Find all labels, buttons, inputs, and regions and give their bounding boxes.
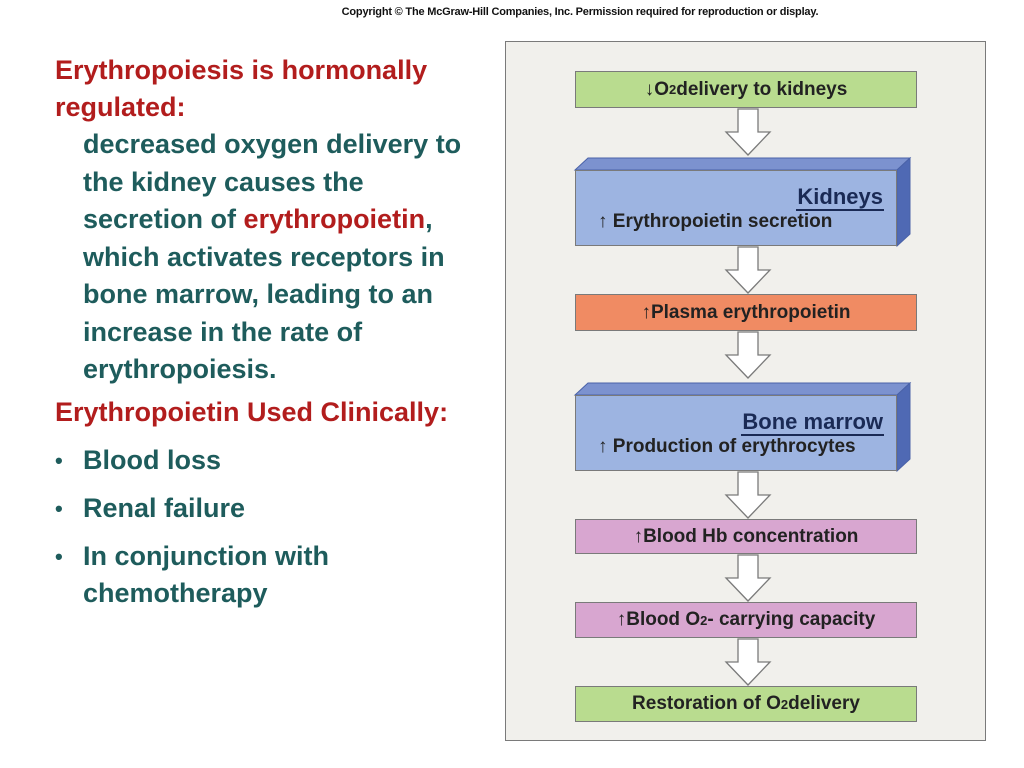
plasma-erythropoietin-box: ↑ Plasma erythropoietin [575, 294, 917, 331]
down-arrow-icon [724, 108, 772, 156]
down-arrow-icon [724, 554, 772, 602]
erythropoietin-highlight: erythropoietin [243, 204, 426, 234]
hb-concentration-box: ↑ Blood Hb concentration [575, 519, 917, 554]
kidneys-label: Kidneys [796, 184, 884, 211]
up-arrow-icon: ↑ [633, 525, 644, 547]
down-arrow-icon [724, 638, 772, 686]
list-item: • Renal failure [55, 490, 475, 527]
bullet-icon: • [55, 447, 63, 473]
up-arrow-icon: ↑ [616, 609, 627, 630]
erythropoietin-secretion-label: ↑ Erythropoietin secretion [598, 211, 833, 232]
kidneys-box: Kidneys ↑ Erythropoietin secretion [575, 170, 897, 246]
bullet-icon: • [55, 495, 63, 521]
list-item: • In conjunction with chemotherapy [55, 538, 475, 612]
up-arrow-icon: ↑ [641, 301, 651, 323]
main-heading: Erythropoiesis is hormonally regulated: [55, 55, 428, 122]
bone-marrow-label: Bone marrow [741, 409, 884, 436]
bone-marrow-box: Bone marrow ↑ Production of erythrocytes [575, 395, 897, 471]
explanation-part1: decreased oxygen delivery to the kidney … [83, 129, 462, 234]
bullet-icon: • [55, 543, 63, 569]
erythrocyte-production-label: ↑ Production of erythrocytes [598, 436, 856, 457]
down-arrow-icon [724, 331, 772, 379]
down-arrow-icon [724, 246, 772, 294]
list-item-text: In conjunction with chemotherapy [83, 540, 329, 608]
down-arrow-icon: ↓ [644, 78, 655, 100]
clinical-heading: Erythropoietin Used Clinically: [55, 396, 449, 427]
up-arrow-icon: ↑ [598, 436, 608, 457]
flow-arrows [573, 108, 912, 686]
clinical-uses-list: • Blood loss • Renal failure • In conjuncti… [55, 442, 475, 612]
bone-marrow-3d-edges [573, 381, 912, 473]
list-item-text: Renal failure [83, 492, 246, 523]
explanation-text: decreased oxygen delivery to the kidney … [83, 126, 475, 389]
up-arrow-icon: ↑ [598, 211, 608, 232]
list-item: • Blood loss [55, 442, 475, 479]
explanation-part2: , which activates receptors in bone marr… [83, 204, 445, 384]
list-item-text: Blood loss [83, 444, 222, 475]
text-column: Erythropoiesis is hormonally regulated: … [55, 52, 475, 623]
kidneys-3d-edges [573, 156, 912, 248]
copyright-notice: Copyright © The McGraw-Hill Companies, I… [341, 6, 819, 18]
down-arrow-icon [724, 471, 772, 519]
